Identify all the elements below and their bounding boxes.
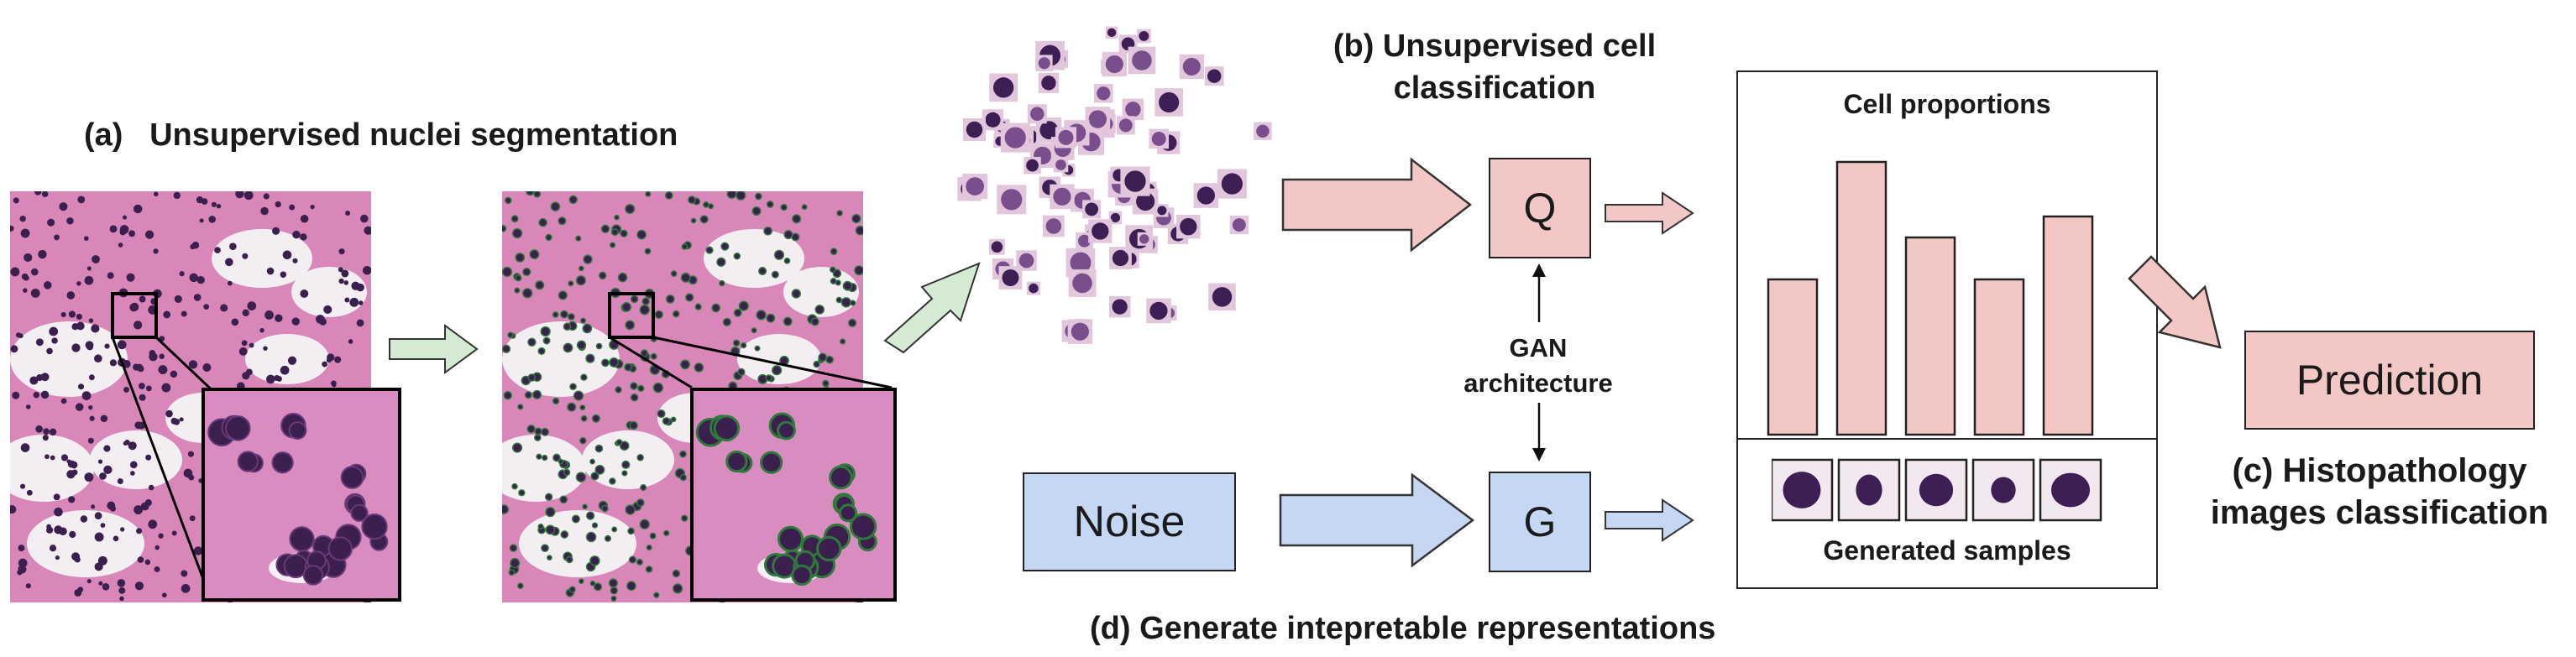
samples-label: Generated samples [1823, 535, 2071, 566]
zoom-lines-segmented [609, 336, 893, 389]
noise-box: Noise [1023, 472, 1236, 571]
zoom-inset-segmented [690, 388, 897, 602]
q-label: Q [1523, 185, 1557, 232]
noise-label: Noise [1073, 498, 1186, 546]
gan-label-line2: architecture [1463, 368, 1613, 398]
label-d: (d) Generate intepretable representation… [1090, 611, 1716, 646]
arrow-noise-to-g [1279, 472, 1475, 568]
bar-2 [1835, 160, 1887, 436]
bar-1 [1767, 278, 1819, 436]
roi-box [111, 292, 158, 339]
gan-label: GAN architecture [1454, 331, 1622, 401]
label-c-line2: images classification [2210, 494, 2549, 531]
extracted-cells-cloud [957, 26, 1272, 344]
label-a: (a) Unsupervised nuclei segmentation [84, 117, 678, 153]
generated-samples-strip [1772, 458, 2102, 522]
gan-label-line1: GAN [1509, 333, 1568, 362]
arrow-to-prediction [2128, 255, 2222, 349]
label-b-line2: classification [1393, 70, 1596, 106]
bar-4 [1973, 278, 2025, 436]
panel-divider [1738, 438, 2156, 440]
arrow-to-cells [883, 262, 981, 354]
prediction-box: Prediction [2244, 331, 2535, 430]
prediction-label: Prediction [2296, 357, 2484, 404]
label-b-line1: (b) Unsupervised cell [1333, 29, 1657, 64]
label-b: (b) Unsupervised cell classification [1285, 25, 1704, 109]
bar-3 [1904, 236, 1956, 436]
label-c: (c) Histopathology images classification [2183, 450, 2576, 534]
g-label: G [1523, 498, 1557, 545]
arrow-to-q [1281, 157, 1473, 253]
results-panel: Cell proportions Generated samples [1736, 70, 2158, 589]
cell-proportions-chart [1767, 160, 2094, 436]
zoom-inset-original [202, 388, 401, 602]
arrow-g-to-panel [1605, 498, 1694, 542]
g-box: G [1489, 472, 1591, 572]
arrow-q-to-panel [1605, 191, 1694, 235]
roi-box [608, 292, 655, 339]
label-c-line1: (c) Histopathology [2232, 452, 2527, 489]
bar-5 [2042, 215, 2094, 436]
arrow-to-segmented [389, 324, 479, 374]
q-box: Q [1489, 158, 1591, 258]
panel-title: Cell proportions [1843, 89, 2051, 119]
gan-double-arrow [1532, 263, 1546, 461]
